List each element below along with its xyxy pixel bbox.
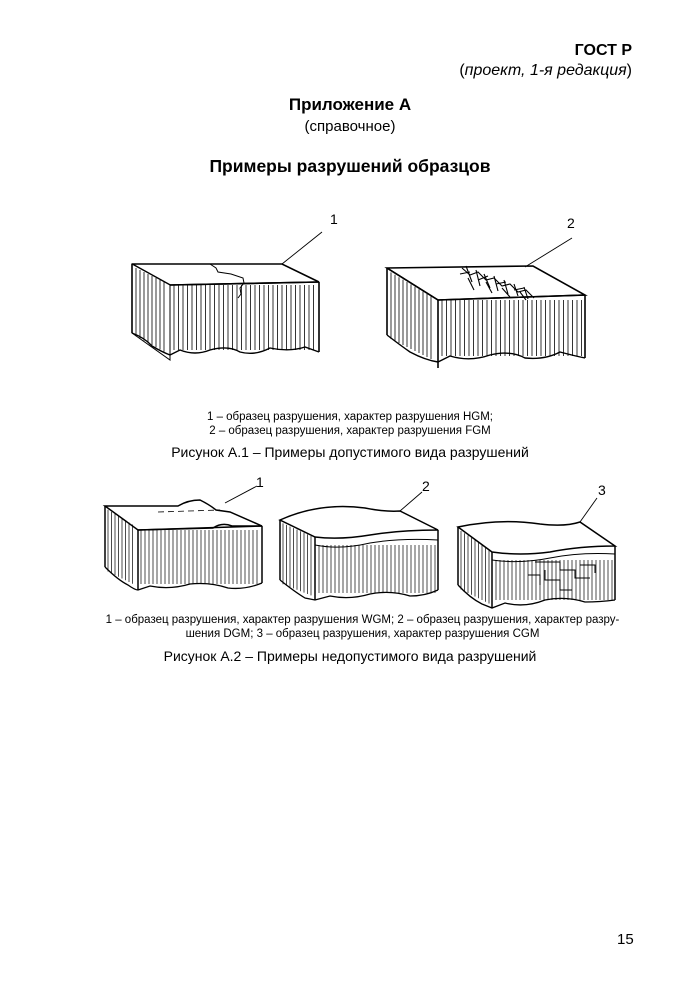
edition-text: проект, 1-я редакция [464, 62, 627, 79]
figure-2-callout-1: 1 [256, 474, 264, 490]
legend-line: шения DGM; 3 – образец разрушения, харак… [185, 628, 540, 640]
hatch-lines-3 [107, 509, 258, 584]
page-number: 15 [617, 931, 634, 948]
specimen-dgm [278, 491, 439, 601]
document-code: ГОСТ Р [574, 42, 632, 59]
figure-2-callout-2: 2 [422, 478, 430, 494]
edition-note: (проект, 1-я редакция) [459, 62, 632, 79]
annex-subtitle: (справочное) [304, 118, 396, 135]
legend-line: 1 – образец разрушения, характер разруше… [206, 411, 493, 423]
figure-1-drawing: 1 2 [131, 211, 588, 368]
specimen-cgm [456, 497, 618, 609]
specimen-wgm [102, 485, 263, 591]
figure-2-drawing: 1 2 3 [102, 474, 618, 609]
section-title: Примеры разрушений образцов [209, 156, 491, 176]
specimen-hgm [131, 231, 323, 361]
hatch-lines-5 [460, 530, 613, 604]
hatch-lines-4 [282, 523, 436, 596]
figure-1-callout-1: 1 [330, 211, 338, 227]
figure-2-caption: Рисунок А.2 – Примеры недопустимого вида… [163, 648, 537, 664]
annex-title: Приложение А [288, 95, 412, 114]
hatch-lines-1 [135, 268, 314, 352]
hatch-lines-2 [390, 272, 582, 359]
figure-1-legend: 1 – образец разрушения, характер разруше… [150, 410, 550, 438]
legend-line: 2 – образец разрушения, характер разруше… [209, 425, 491, 437]
figure-2-callout-3: 3 [598, 482, 606, 498]
figure-1-callout-2: 2 [567, 215, 575, 231]
legend-line: 1 – образец разрушения, характер разруше… [105, 614, 620, 626]
specimen-fgm [384, 237, 588, 368]
figure-1-caption: Рисунок А.1 – Примеры допустимого вида р… [171, 444, 529, 460]
figure-2-legend: 1 – образец разрушения, характер разруше… [90, 613, 635, 641]
